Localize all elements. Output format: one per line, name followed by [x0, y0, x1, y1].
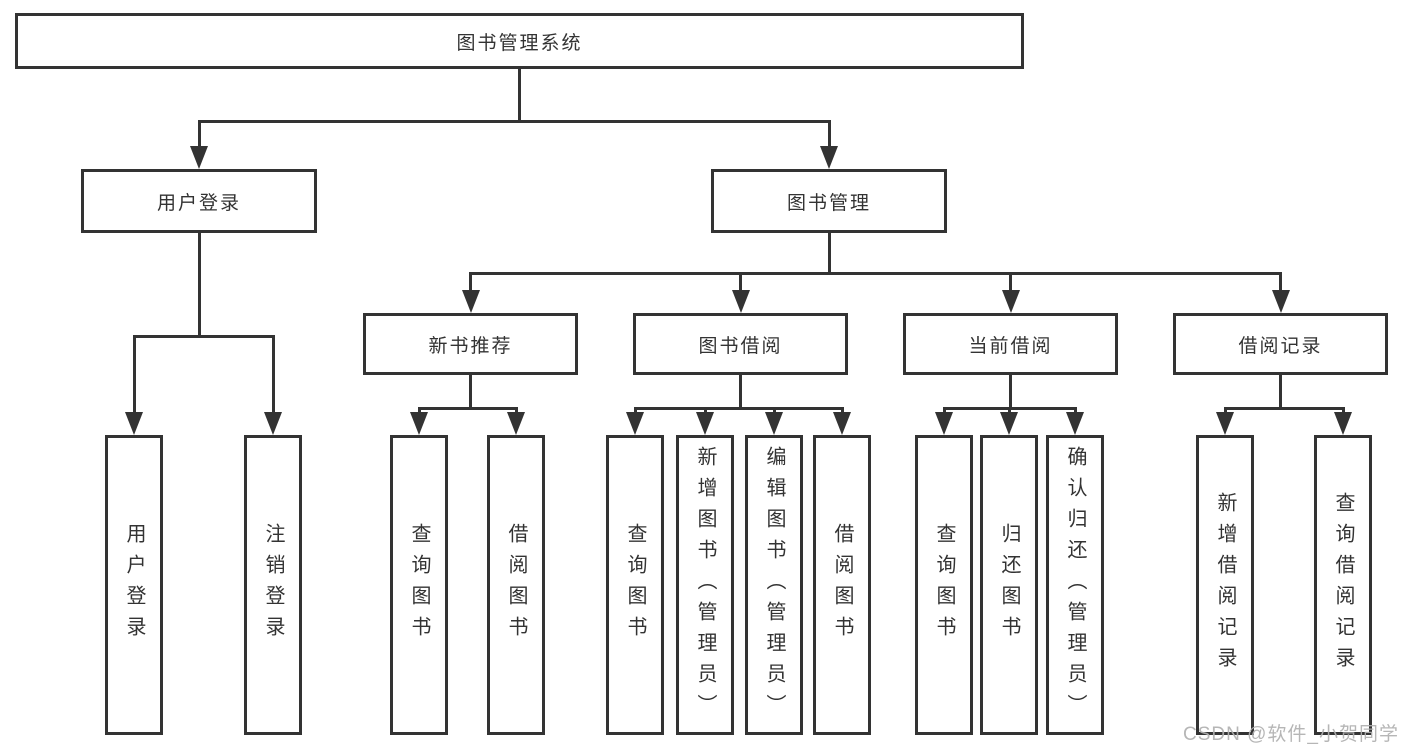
node-label-root: 图书管理系统	[456, 32, 583, 54]
arrow-down-icon	[507, 412, 525, 435]
connector-stem-leaf-logout	[271, 335, 275, 417]
arrow-down-icon	[1066, 412, 1084, 435]
connector-bar-user-login	[132, 335, 275, 338]
node-leaf-query-book-2: 查询图书	[606, 435, 664, 735]
arrow-down-icon	[1001, 290, 1020, 313]
connector-trunk-new-book-rec	[469, 375, 472, 410]
node-leaf-confirm-return: 确认归还（管理员）	[1046, 435, 1104, 735]
connector-trunk-current-borrow	[1009, 375, 1012, 410]
arrow-down-icon	[1271, 290, 1290, 313]
node-leaf-add-book: 新增图书（管理员）	[676, 435, 734, 735]
connector-stem-borrow-records	[1279, 272, 1282, 295]
node-label-leaf-add-book: 新增图书（管理员）	[694, 445, 716, 725]
node-label-leaf-borrow-book-1: 借阅图书	[505, 523, 527, 647]
node-user-login: 用户登录	[81, 169, 317, 233]
arrow-down-icon	[1216, 412, 1234, 435]
arrow-down-icon	[461, 290, 480, 313]
node-label-leaf-query-book-2: 查询图书	[624, 523, 646, 647]
node-label-leaf-logout: 注销登录	[262, 523, 284, 647]
node-label-borrow-records: 借阅记录	[1238, 335, 1323, 357]
arrow-down-icon	[765, 412, 783, 435]
node-borrow-records: 借阅记录	[1173, 313, 1388, 375]
node-leaf-logout: 注销登录	[244, 435, 302, 735]
node-book-mgmt: 图书管理	[711, 169, 947, 233]
node-label-leaf-query-record: 查询借阅记录	[1332, 492, 1354, 678]
node-leaf-add-record: 新增借阅记录	[1196, 435, 1254, 735]
connector-bar-root	[197, 120, 831, 123]
arrow-down-icon	[731, 290, 750, 313]
connector-stem-book-mgmt	[827, 120, 831, 151]
connector-bar-book-mgmt	[469, 272, 1282, 275]
connector-trunk-user-login	[197, 233, 201, 338]
arrow-down-icon	[190, 146, 208, 169]
connector-bar-new-book-rec	[417, 407, 518, 410]
connector-stem-leaf-user-login	[132, 335, 136, 417]
node-label-book-mgmt: 图书管理	[786, 192, 871, 214]
node-root: 图书管理系统	[15, 13, 1024, 69]
connector-bar-book-borrow	[633, 407, 844, 410]
arrow-down-icon	[626, 412, 644, 435]
csdn-watermark: CSDN @软件_小贺同学	[1183, 724, 1399, 745]
arrow-down-icon	[125, 412, 143, 435]
node-label-leaf-query-book-1: 查询图书	[408, 523, 430, 647]
connector-trunk-book-mgmt	[827, 233, 831, 275]
node-leaf-return-book: 归还图书	[980, 435, 1038, 735]
arrow-down-icon	[833, 412, 851, 435]
node-label-user-login: 用户登录	[156, 192, 241, 214]
node-label-leaf-add-record: 新增借阅记录	[1214, 492, 1236, 678]
node-label-new-book-rec: 新书推荐	[428, 335, 513, 357]
arrow-down-icon	[264, 412, 282, 435]
connector-bar-borrow-records	[1223, 407, 1345, 410]
node-leaf-user-login: 用户登录	[105, 435, 163, 735]
node-leaf-borrow-book-1: 借阅图书	[487, 435, 545, 735]
connector-stem-current-borrow	[1009, 272, 1012, 295]
node-leaf-borrow-book-2: 借阅图书	[813, 435, 871, 735]
connector-trunk-borrow-records	[1279, 375, 1282, 410]
arrow-down-icon	[696, 412, 714, 435]
arrow-down-icon	[935, 412, 953, 435]
node-label-current-borrow: 当前借阅	[968, 335, 1053, 357]
node-leaf-query-book-1: 查询图书	[390, 435, 448, 735]
node-current-borrow: 当前借阅	[903, 313, 1118, 375]
node-label-leaf-query-book-3: 查询图书	[933, 523, 955, 647]
node-label-leaf-return-book: 归还图书	[998, 523, 1020, 647]
node-leaf-query-record: 查询借阅记录	[1314, 435, 1372, 735]
node-label-leaf-borrow-book-2: 借阅图书	[831, 523, 853, 647]
arrow-down-icon	[410, 412, 428, 435]
node-leaf-query-book-3: 查询图书	[915, 435, 973, 735]
connector-stem-user-login	[197, 120, 201, 151]
node-label-leaf-confirm-return: 确认归还（管理员）	[1064, 445, 1086, 725]
arrow-down-icon	[820, 146, 838, 169]
node-leaf-edit-book: 编辑图书（管理员）	[745, 435, 803, 735]
node-new-book-rec: 新书推荐	[363, 313, 578, 375]
node-label-leaf-user-login: 用户登录	[123, 523, 145, 647]
connector-trunk-book-borrow	[739, 375, 742, 410]
arrow-down-icon	[1334, 412, 1352, 435]
arrow-down-icon	[1000, 412, 1018, 435]
node-label-book-borrow: 图书借阅	[698, 335, 783, 357]
connector-stem-new-book-rec	[469, 272, 472, 295]
node-book-borrow: 图书借阅	[633, 313, 848, 375]
node-label-leaf-edit-book: 编辑图书（管理员）	[763, 445, 785, 725]
connector-trunk-root	[518, 69, 521, 123]
connector-stem-book-borrow	[739, 272, 742, 295]
